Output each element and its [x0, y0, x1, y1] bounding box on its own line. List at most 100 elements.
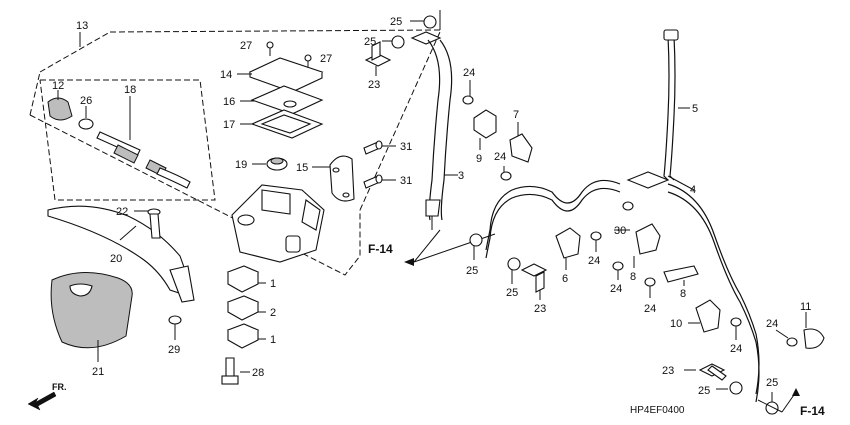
- callout: 9: [476, 153, 482, 165]
- callout: 24: [644, 303, 656, 315]
- part-31-bolt-lower: [363, 174, 396, 189]
- callout: 14: [220, 69, 232, 81]
- part-7-clamp: [509, 122, 533, 163]
- callout: 20: [110, 253, 122, 265]
- callout: 23: [662, 365, 674, 377]
- part-25-washer-top-1: [410, 15, 437, 29]
- master-cylinder-body: [231, 184, 325, 263]
- part-25-washer-top-2: [382, 35, 405, 49]
- part-24-bolt-upper-right: [622, 201, 634, 211]
- callout: 6: [562, 273, 568, 285]
- part-5-brake-pipe: [663, 29, 690, 181]
- part-24-bolt-11: [775, 329, 798, 347]
- part-18-piston-kit: [96, 96, 191, 189]
- callout: 19: [235, 159, 247, 171]
- callout: 25: [698, 385, 710, 397]
- callout: 29: [168, 344, 180, 356]
- callout: 25: [466, 265, 478, 277]
- part-23-banjo-bolt-top: [364, 41, 392, 76]
- part-27-screw-left: [266, 41, 274, 56]
- callout: 30: [614, 225, 626, 237]
- callout: 1: [270, 334, 276, 346]
- part-28-bolt: [221, 357, 250, 385]
- reference-label: F-14: [800, 404, 825, 418]
- part-24-bolt-8: [612, 261, 624, 280]
- callout: 31: [400, 175, 412, 187]
- part-16-plate: [240, 85, 324, 115]
- callout: 24: [730, 343, 742, 355]
- part-21-lever-cover: [50, 271, 133, 362]
- callout: 24: [588, 255, 600, 267]
- callout: 23: [368, 79, 380, 91]
- part-30-bracket: [614, 223, 661, 255]
- direction-arrow: FR.: [27, 382, 67, 411]
- diagram-code: HP4EF0400: [630, 405, 685, 416]
- master-cylinder-group-outline: [29, 29, 441, 276]
- callout: 24: [610, 283, 622, 295]
- piston-set-outline: [39, 79, 216, 201]
- callout: 26: [80, 95, 92, 107]
- part-1-switch-bottom: [226, 323, 266, 349]
- callout: 11: [800, 301, 811, 313]
- callout: 25: [506, 287, 518, 299]
- callout: 18: [124, 84, 136, 96]
- part-24-bolt-8-lower: [644, 277, 656, 298]
- callout: 24: [766, 318, 778, 330]
- part-11-clamp: [803, 312, 825, 349]
- callout: 16: [223, 96, 235, 108]
- part-10-clamp: [688, 299, 721, 333]
- part-24-bolt-mid: [500, 166, 512, 181]
- part-15-holder: [312, 155, 355, 202]
- ref-arrow-left: [404, 10, 496, 266]
- part-17-diaphragm: [240, 109, 324, 139]
- ref-arrow-right: [757, 388, 800, 413]
- callout: 10: [670, 318, 682, 330]
- part-25-washer-left-1: [469, 233, 483, 260]
- callout: 3: [458, 170, 464, 182]
- callout: 22: [116, 206, 128, 218]
- callout: 8: [630, 271, 636, 283]
- part-25-washer-right-1: [716, 381, 743, 395]
- callout: 4: [690, 184, 696, 196]
- callout: 31: [400, 141, 412, 153]
- callout: 28: [252, 367, 264, 379]
- part-8-stay-lower: [663, 265, 699, 286]
- part-24-bolt-upper: [462, 80, 474, 105]
- callout: 13: [76, 20, 88, 32]
- callout: 12: [52, 80, 64, 92]
- callout: 24: [463, 67, 475, 79]
- part-9-clamp: [473, 109, 497, 150]
- part-12-boot: [47, 90, 73, 121]
- reference-label: F-14: [368, 242, 393, 256]
- part-3-brake-hose-upper: [410, 31, 458, 230]
- part-24-bolt-10: [730, 317, 742, 340]
- callout: 8: [680, 288, 686, 300]
- part-23-banjo-bolt-left: [520, 263, 548, 300]
- part-2-switch: [226, 295, 266, 321]
- part-6-clamp: [555, 227, 581, 270]
- callout: 2: [270, 307, 276, 319]
- part-14-reservoir-cap: [237, 57, 324, 93]
- callout: 15: [296, 162, 308, 174]
- callout: 24: [494, 151, 506, 163]
- callout: 23: [534, 303, 546, 315]
- part-24-bolt-6: [590, 231, 602, 252]
- part-26-circlip: [78, 106, 94, 130]
- part-19-boot: [252, 157, 288, 171]
- callout: 25: [390, 16, 402, 28]
- callout: 25: [766, 377, 778, 389]
- callout: 27: [240, 40, 252, 52]
- part-20-brake-lever: [47, 205, 195, 303]
- part-25-washer-right-2: [765, 392, 779, 415]
- callout: 27: [320, 53, 332, 65]
- callout: 25: [364, 36, 376, 48]
- part-27-screw-right: [304, 54, 312, 69]
- callout: 7: [513, 109, 519, 121]
- part-29-nut: [168, 315, 182, 340]
- part-23-banjo-bolt-right: [684, 363, 727, 381]
- callout: 17: [223, 119, 235, 131]
- part-31-bolt-upper: [363, 140, 396, 155]
- callout: 1: [270, 278, 276, 290]
- callout: 21: [92, 366, 104, 378]
